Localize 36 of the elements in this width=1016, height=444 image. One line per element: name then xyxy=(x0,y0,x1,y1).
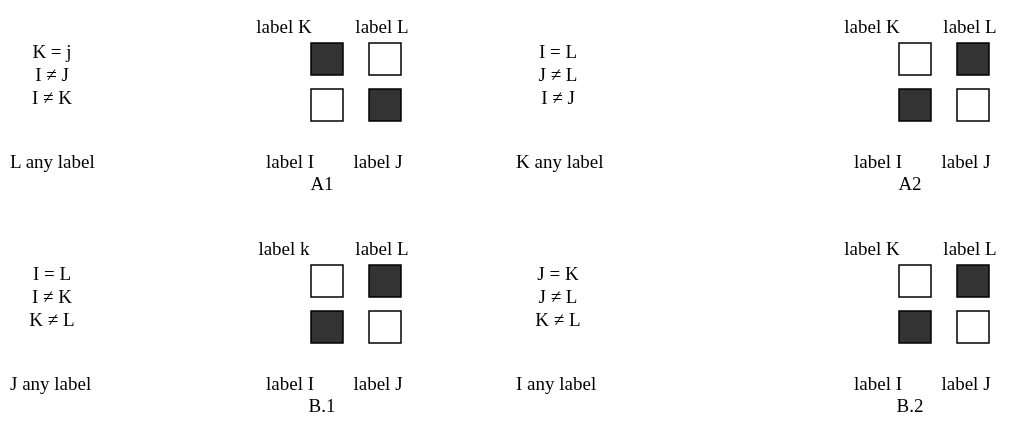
condition-text: I ≠ K xyxy=(32,286,72,308)
column-label: label L xyxy=(355,238,409,260)
column-label: label K xyxy=(256,16,312,38)
column-label: label k xyxy=(258,238,310,260)
condition-text: J ≠ L xyxy=(538,64,578,86)
condition-text: J ≠ L xyxy=(538,286,578,308)
row-label: label I xyxy=(266,151,314,173)
condition-text: I ≠ K xyxy=(32,87,72,109)
condition-text: K ≠ L xyxy=(29,309,75,331)
row-label: label J xyxy=(353,373,403,395)
row-label: label J xyxy=(941,151,991,173)
panel-caption: B.2 xyxy=(896,395,924,417)
row-label: label I xyxy=(854,373,902,395)
row-label: label J xyxy=(941,373,991,395)
condition-text: K ≠ L xyxy=(535,309,581,331)
row-label: label J xyxy=(353,151,403,173)
condition-text: I ≠ J xyxy=(35,64,69,86)
row-label: label I xyxy=(854,151,902,173)
column-label: label L xyxy=(355,16,409,38)
condition-text: I = L xyxy=(538,41,578,63)
condition-text: J = K xyxy=(537,263,579,285)
free-label-note: J any label xyxy=(10,373,92,395)
column-label: label L xyxy=(943,16,997,38)
panel-caption: A1 xyxy=(310,173,334,195)
free-label-note: K any label xyxy=(516,151,604,173)
column-label: label K xyxy=(844,16,900,38)
condition-text: I = L xyxy=(32,263,72,285)
free-label-note: L any label xyxy=(10,151,95,173)
column-label: label L xyxy=(943,238,997,260)
row-label: label I xyxy=(266,373,314,395)
column-label: label K xyxy=(844,238,900,260)
condition-text: I ≠ J xyxy=(541,87,575,109)
panel-caption: A2 xyxy=(898,173,922,195)
free-label-note: I any label xyxy=(516,373,597,395)
condition-text: K = j xyxy=(32,41,72,63)
panel-caption: B.1 xyxy=(308,395,336,417)
